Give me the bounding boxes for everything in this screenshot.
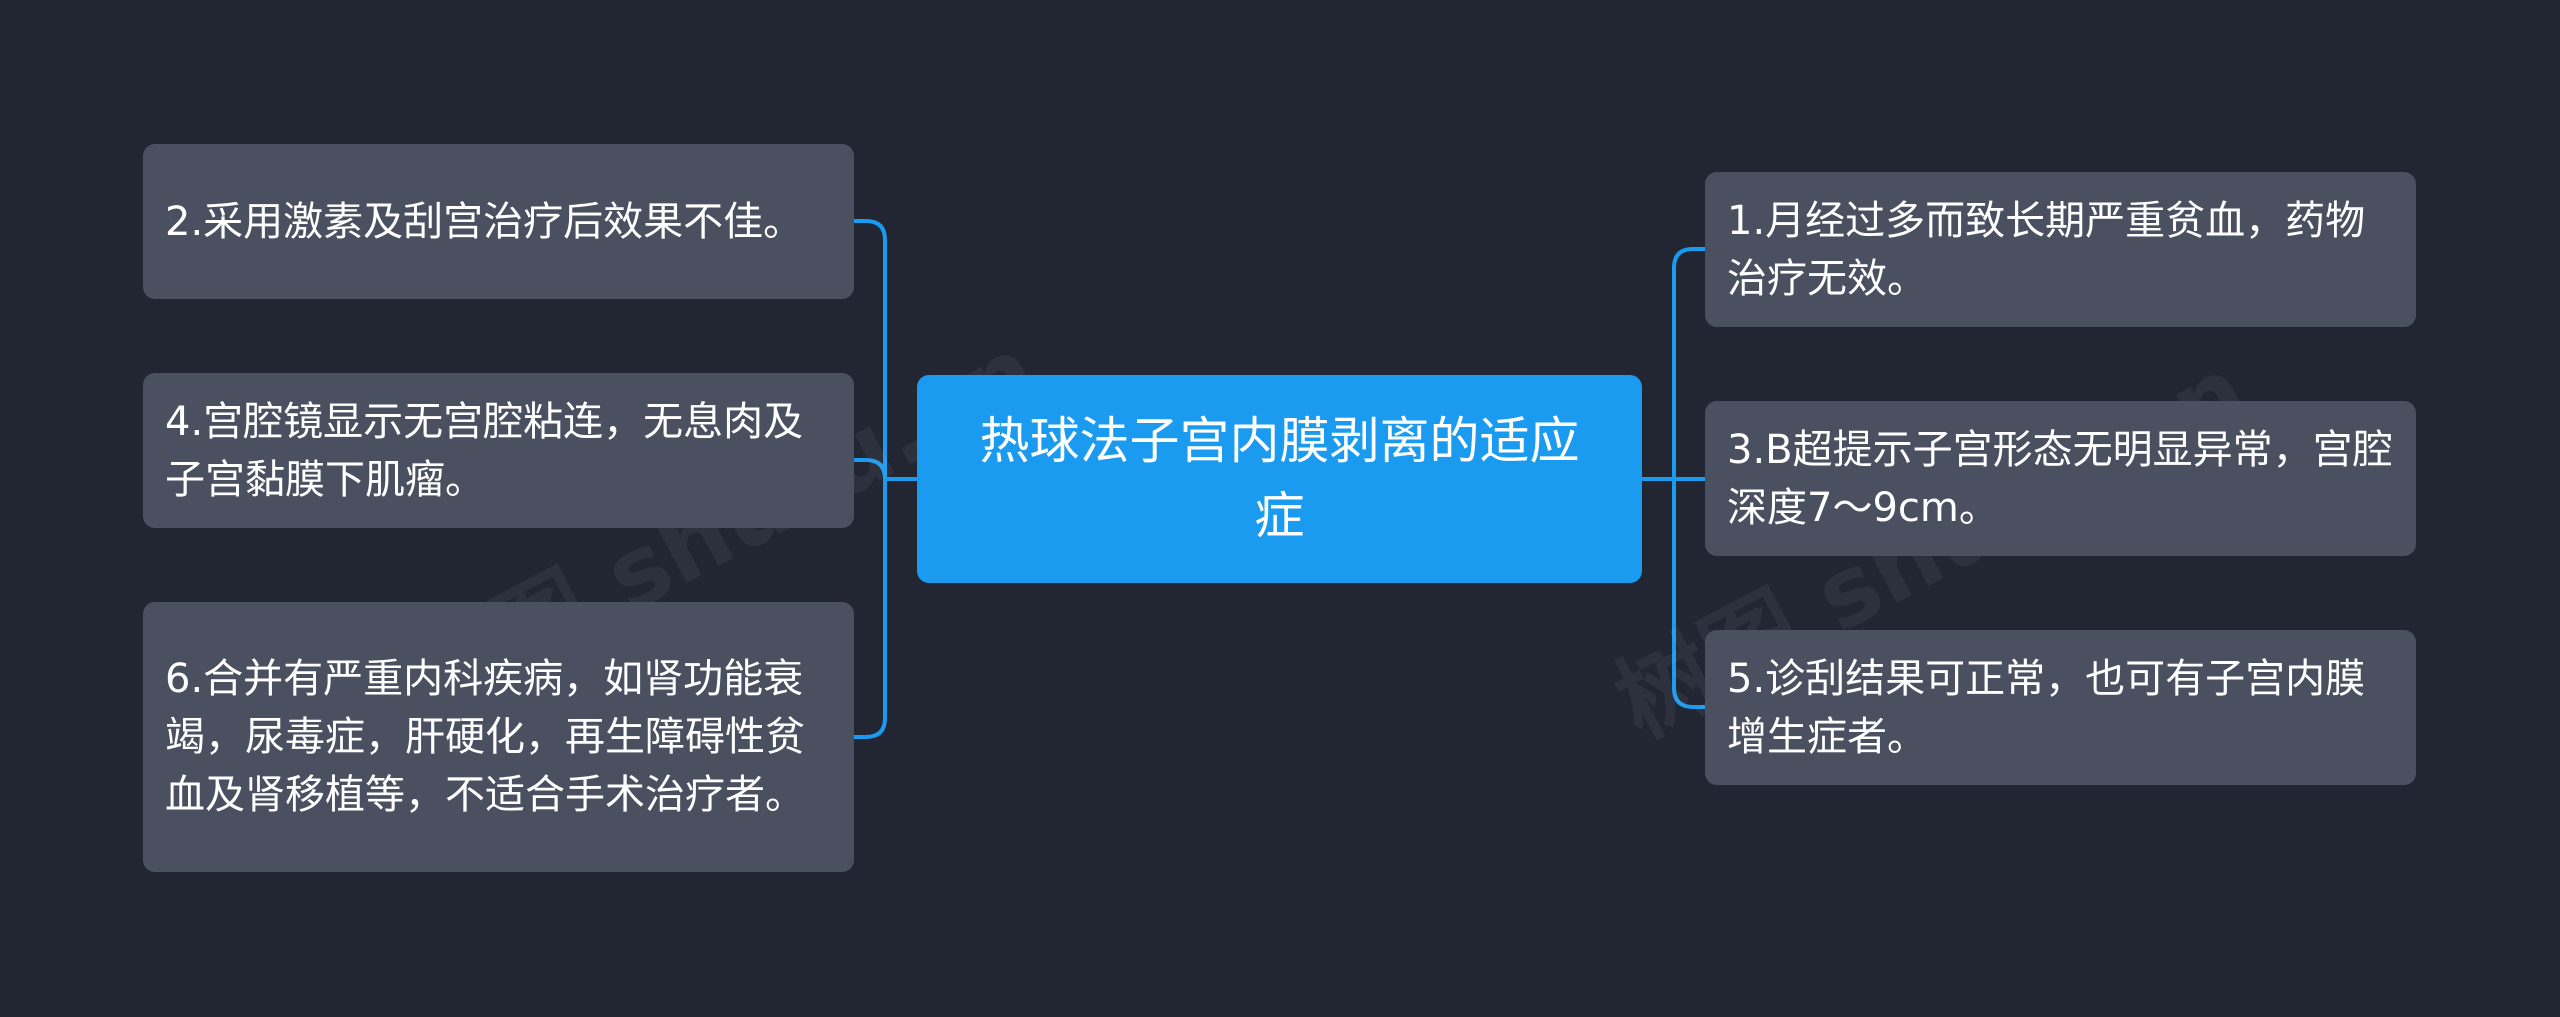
- branch-node-label: 4.宫腔镜显示无宫腔粘连，无息肉及子宫黏膜下肌瘤。: [165, 398, 804, 503]
- branch-node-4[interactable]: 4.宫腔镜显示无宫腔粘连，无息肉及子宫黏膜下肌瘤。: [143, 373, 854, 528]
- central-topic[interactable]: 热球法子宫内膜剥离的适应症: [917, 375, 1642, 583]
- branch-node-label: 5.诊刮结果可正常，也可有子宫内膜增生症者。: [1727, 655, 2366, 760]
- connector-to-b1: [1672, 247, 1705, 479]
- connector-to-b2: [854, 219, 887, 479]
- branch-node-1[interactable]: 1.月经过多而致长期严重贫血，药物治疗无效。: [1705, 172, 2416, 327]
- branch-node-5[interactable]: 5.诊刮结果可正常，也可有子宫内膜增生症者。: [1705, 630, 2416, 785]
- branch-node-3[interactable]: 3.B超提示子宫形态无明显异常，宫腔深度7～9cm。: [1705, 401, 2416, 556]
- connector-to-b4: [854, 458, 887, 480]
- central-topic-label: 热球法子宫内膜剥离的适应症: [979, 412, 1580, 545]
- branch-node-6[interactable]: 6.合并有严重内科疾病，如肾功能衰竭，尿毒症，肝硬化，再生障碍性贫血及肾移植等，…: [143, 602, 854, 872]
- branch-node-label: 3.B超提示子宫形态无明显异常，宫腔深度7～9cm。: [1727, 426, 2393, 531]
- connector-to-b6: [854, 479, 887, 739]
- connector-to-b5: [1672, 479, 1705, 709]
- branch-node-2[interactable]: 2.采用激素及刮宫治疗后效果不佳。: [143, 144, 854, 299]
- branch-node-label: 1.月经过多而致长期严重贫血，药物治疗无效。: [1727, 197, 2366, 302]
- branch-node-label: 2.采用激素及刮宫治疗后效果不佳。: [165, 198, 804, 245]
- branch-node-label: 6.合并有严重内科疾病，如肾功能衰竭，尿毒症，肝硬化，再生障碍性贫血及肾移植等，…: [165, 656, 805, 818]
